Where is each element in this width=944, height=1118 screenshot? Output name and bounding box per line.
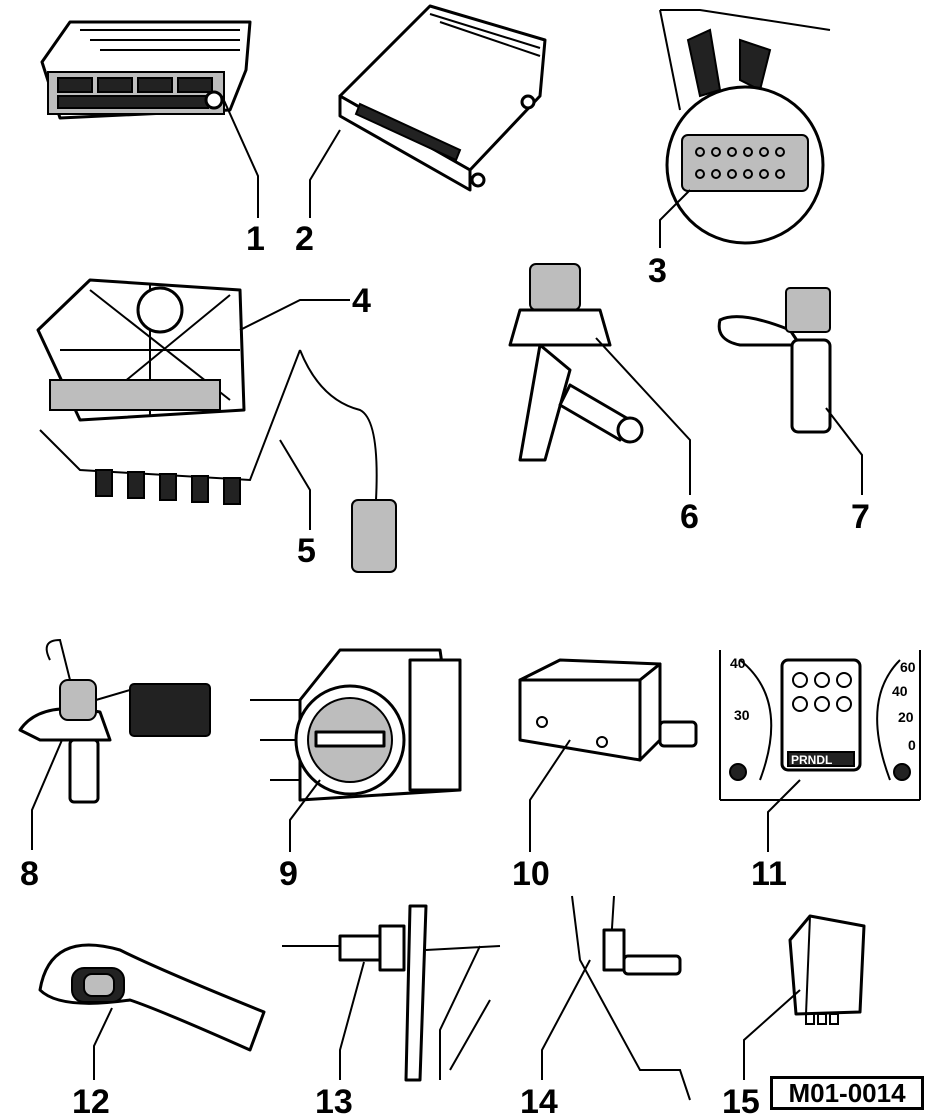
gauge-right-tick-60: 60	[900, 659, 916, 675]
item-15-relay	[788, 914, 866, 1025]
gauge-left-tick-40: 40	[730, 655, 746, 671]
leader-6	[595, 337, 691, 495]
leader-3	[659, 189, 691, 248]
callout-15: 15	[722, 1083, 760, 1118]
leader-13	[339, 961, 365, 1080]
callout-8: 8	[20, 855, 39, 893]
gauge-right-tick-20: 20	[898, 709, 914, 725]
leader-9	[289, 779, 321, 852]
item-1-control-unit	[40, 20, 252, 120]
callout-3: 3	[648, 252, 667, 290]
callout-11: 11	[751, 855, 787, 893]
item-6-sensor-bracket	[508, 263, 644, 462]
item-13-switch	[282, 904, 501, 1082]
item-3-diagnostic-connector	[659, 9, 831, 245]
leader-14	[541, 959, 591, 1080]
leader-5	[279, 439, 311, 530]
callout-2: 2	[295, 220, 314, 258]
gauge-right-tick-40: 40	[892, 683, 908, 699]
reference-code-box: M01-0014	[770, 1076, 924, 1110]
callout-6: 6	[680, 498, 699, 536]
callout-9: 9	[279, 855, 298, 893]
callout-4: 4	[352, 282, 371, 320]
gauge-left-tick-30: 30	[734, 707, 750, 723]
leader-7	[825, 407, 863, 495]
leader-4	[239, 299, 350, 331]
gauge-right-tick-0: 0	[908, 737, 916, 753]
item-8-sensor-cable	[18, 638, 211, 804]
item-11-instrument-cluster: 40 30 60 40 20 0 PRNDL	[719, 650, 921, 801]
leader-15	[743, 989, 801, 1080]
item-4-valve-body	[36, 278, 246, 422]
item-9-throttle-body	[250, 648, 462, 802]
leader-2	[309, 129, 341, 218]
item-7-speed-sensor	[717, 287, 832, 434]
reference-code: M01-0014	[788, 1077, 906, 1108]
item-12-selector-lever	[38, 943, 266, 1052]
item-14-pedal-switch	[571, 895, 691, 1101]
callout-1: 1	[246, 220, 265, 258]
leader-11	[767, 779, 801, 852]
callout-7: 7	[851, 498, 870, 536]
item-5-wiring-harness	[39, 349, 397, 573]
callout-10: 10	[512, 855, 550, 893]
leader-12	[93, 1007, 113, 1080]
callout-13: 13	[315, 1083, 353, 1118]
item-10-solenoid	[518, 658, 698, 762]
callout-14: 14	[520, 1083, 558, 1118]
leader-8	[31, 739, 63, 850]
leader-10	[529, 739, 571, 852]
callout-12: 12	[72, 1083, 110, 1118]
callout-5: 5	[297, 532, 316, 570]
gear-indicator-label: PRNDL	[791, 753, 832, 767]
item-2-control-unit-housing	[338, 4, 547, 192]
leader-1	[221, 95, 259, 218]
